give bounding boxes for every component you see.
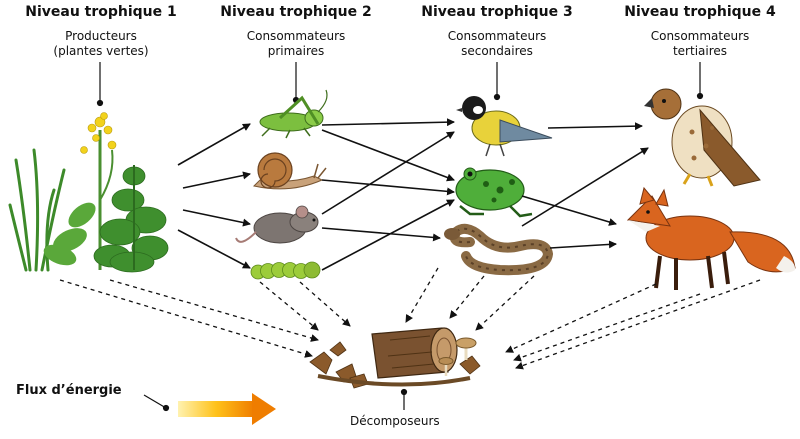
caterpillar-illustration — [250, 261, 321, 280]
fox-illustration — [626, 186, 796, 290]
energy-flow-legend-arrow — [178, 393, 276, 425]
decomposition-arrows — [59, 267, 761, 370]
snail-illustration — [253, 152, 327, 190]
level-3-title: Niveau trophique 3 — [421, 4, 573, 20]
label-leader-lines — [96, 62, 704, 412]
decomposers-illustration — [309, 327, 481, 389]
plants-illustration — [8, 112, 169, 273]
energy-arrows — [177, 118, 649, 271]
level-4-title: Niveau trophique 4 — [624, 4, 776, 20]
decomposers-label: Décomposeurs — [350, 414, 440, 428]
snake-illustration — [444, 223, 554, 276]
grasshopper-illustration — [259, 89, 328, 139]
level-3-subtitle: Consommateurs secondaires — [447, 29, 547, 58]
energy-flow-legend-label: Flux d’énergie — [16, 383, 122, 398]
level-1-title: Niveau trophique 1 — [25, 4, 177, 20]
mouse-illustration — [235, 205, 319, 244]
frog-illustration — [455, 167, 533, 218]
bird-illustration — [456, 96, 553, 157]
hawk-illustration — [644, 88, 761, 187]
level-1-subtitle: Producteurs (plantes vertes) — [53, 29, 149, 58]
level-2-title: Niveau trophique 2 — [220, 4, 372, 20]
level-4-subtitle: Consommateurs tertiaires — [650, 29, 750, 58]
level-2-subtitle: Consommateurs primaires — [246, 29, 346, 58]
